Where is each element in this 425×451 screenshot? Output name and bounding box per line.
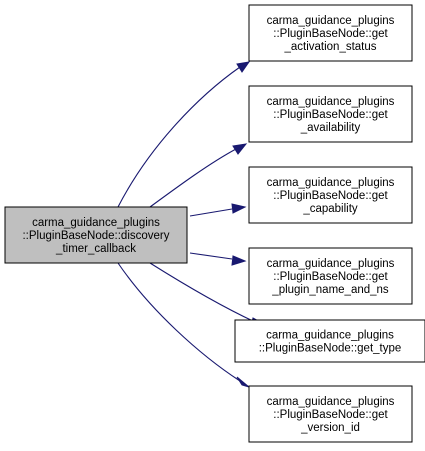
call-edge-6 [117,262,241,382]
target-node-6-label-line: ::PluginBaseNode::get [273,409,388,421]
target-node-3-box [248,166,413,224]
target-node-5-box [234,319,425,363]
source-node-label-line: carma_guidance_plugins [32,217,160,229]
target-node-2-label-line: carma_guidance_plugins [267,96,395,108]
target-node-3-label-line: carma_guidance_plugins [267,177,395,189]
target-node-3-label-line: ::PluginBaseNode::get [273,190,388,202]
target-node-3[interactable]: carma_guidance_plugins::PluginBaseNode::… [248,166,413,224]
target-node-4-box [248,247,413,305]
target-node-2-label-line: _availability [300,122,361,134]
target-node-2[interactable]: carma_guidance_plugins::PluginBaseNode::… [248,85,413,143]
call-edge-3 [189,208,233,217]
target-node-5-label-line: carma_guidance_plugins [266,330,394,342]
source-node-label-line: ::PluginBaseNode::discovery [22,230,169,242]
arrowhead-icon [232,143,248,155]
target-node-4-label-line: ::PluginBaseNode::get [273,271,388,283]
target-node-3-label-line: _capability [302,203,358,215]
target-node-4-label-line: carma_guidance_plugins [267,258,395,270]
call-edge-1 [117,66,241,208]
call-nodes: carma_guidance_plugins::PluginBaseNode::… [4,4,425,443]
call-edge-5 [149,262,256,323]
target-node-2-box [248,85,413,143]
target-node-1[interactable]: carma_guidance_plugins::PluginBaseNode::… [248,4,413,62]
target-node-5[interactable]: carma_guidance_plugins::PluginBaseNode::… [234,319,425,363]
source-node-box [4,206,188,264]
arrowhead-icon [236,376,250,388]
call-edge-4 [189,252,233,260]
target-node-1-label-line: ::PluginBaseNode::get [273,28,388,40]
target-node-1-label-line: carma_guidance_plugins [267,15,395,27]
arrowhead-icon [231,255,247,266]
source-node-label-line: _timer_callback [55,243,136,255]
target-node-6[interactable]: carma_guidance_plugins::PluginBaseNode::… [248,385,413,443]
target-node-1-label-line: _activation_status [283,41,376,53]
target-node-5-label-line: ::PluginBaseNode::get_type [259,343,402,355]
target-node-4-label-line: _plugin_name_and_ns [271,284,389,296]
target-node-6-label-line: carma_guidance_plugins [267,396,395,408]
target-node-6-label-line: _version_id [300,422,360,434]
target-node-2-label-line: ::PluginBaseNode::get [273,109,388,121]
source-node: carma_guidance_plugins::PluginBaseNode::… [4,206,188,264]
arrowhead-icon [236,61,251,73]
target-node-4[interactable]: carma_guidance_plugins::PluginBaseNode::… [248,247,413,305]
target-node-6-box [248,385,413,443]
target-node-1-box [248,4,413,62]
arrowhead-icon [231,203,247,214]
call-edge-2 [149,148,237,208]
